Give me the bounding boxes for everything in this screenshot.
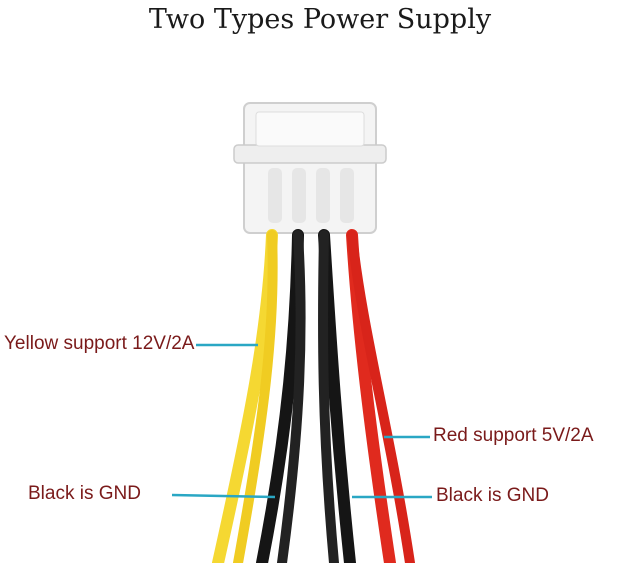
black-wire-left [256, 229, 306, 563]
yellow-wire [212, 229, 278, 563]
leader-lines [171, 343, 432, 499]
black-right-label: Black is GND [436, 485, 549, 506]
black-left-leader-line [171, 493, 276, 499]
black-left-label: Black is GND [28, 483, 141, 504]
molex-connector [233, 102, 387, 234]
yellow-label: Yellow support 12V/2A [4, 333, 195, 354]
page-title: Two Types Power Supply [148, 4, 492, 35]
red-wire [346, 229, 415, 563]
red-label: Red support 5V/2A [433, 425, 594, 446]
black-wire-right [318, 229, 356, 563]
